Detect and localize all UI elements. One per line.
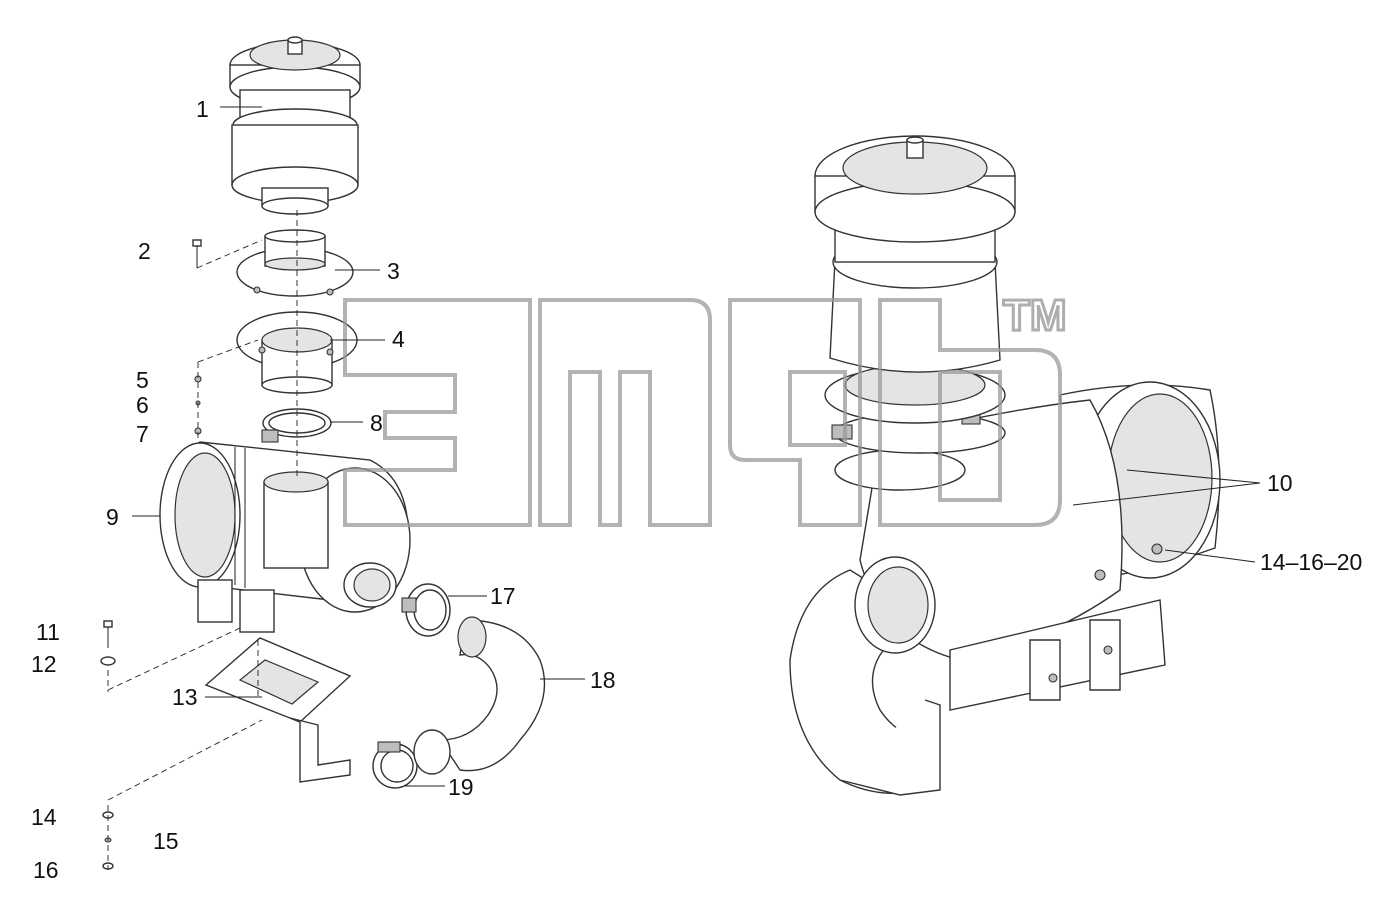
- callout-5: 5: [136, 367, 149, 393]
- assembly-lines: [107, 210, 298, 870]
- part-3-flange: [236, 229, 354, 297]
- callout-3: 3: [387, 258, 400, 284]
- part-17-clamp: [401, 583, 451, 637]
- callout-7: 7: [136, 421, 149, 447]
- part-19-clamp: [372, 729, 451, 789]
- callout-15: 15: [153, 828, 179, 854]
- callout-14: 14: [31, 804, 57, 830]
- leader-lines: [132, 106, 1261, 787]
- assembled-view: [789, 135, 1221, 796]
- part-1-precleaner: [229, 36, 361, 215]
- callout-19: 19: [448, 774, 474, 800]
- callout-12: 12: [31, 651, 57, 677]
- callout-10: 10: [1267, 470, 1293, 496]
- callout-18: 18: [590, 667, 616, 693]
- callout-1: 1: [196, 96, 209, 122]
- part-8-clamp: [261, 408, 332, 443]
- part-18-elbow-hose: [438, 616, 546, 772]
- callout-4: 4: [392, 326, 405, 352]
- watermark-trademark: TM: [1003, 291, 1067, 340]
- callout-6: 6: [136, 392, 149, 418]
- callout-8: 8: [370, 410, 383, 436]
- callout-9: 9: [106, 504, 119, 530]
- callout-13: 13: [172, 684, 198, 710]
- callout-17: 17: [490, 583, 516, 609]
- callout-11: 11: [36, 619, 60, 645]
- parts-11-12-bolt-washer: [100, 620, 116, 666]
- part-13-bracket: [204, 637, 352, 783]
- part-2-bolt: [192, 239, 202, 268]
- callout-14-16-20: 14–16–20: [1260, 549, 1362, 575]
- part-9-filter-housing: [159, 441, 411, 633]
- callout-labels: 1 2 3 4 5 6 7 8 9 10 11 12 13 14 15 16 1…: [31, 96, 1362, 883]
- callout-2: 2: [138, 238, 151, 264]
- callout-16: 16: [33, 857, 59, 883]
- watermark-logo: TM: [343, 290, 1068, 527]
